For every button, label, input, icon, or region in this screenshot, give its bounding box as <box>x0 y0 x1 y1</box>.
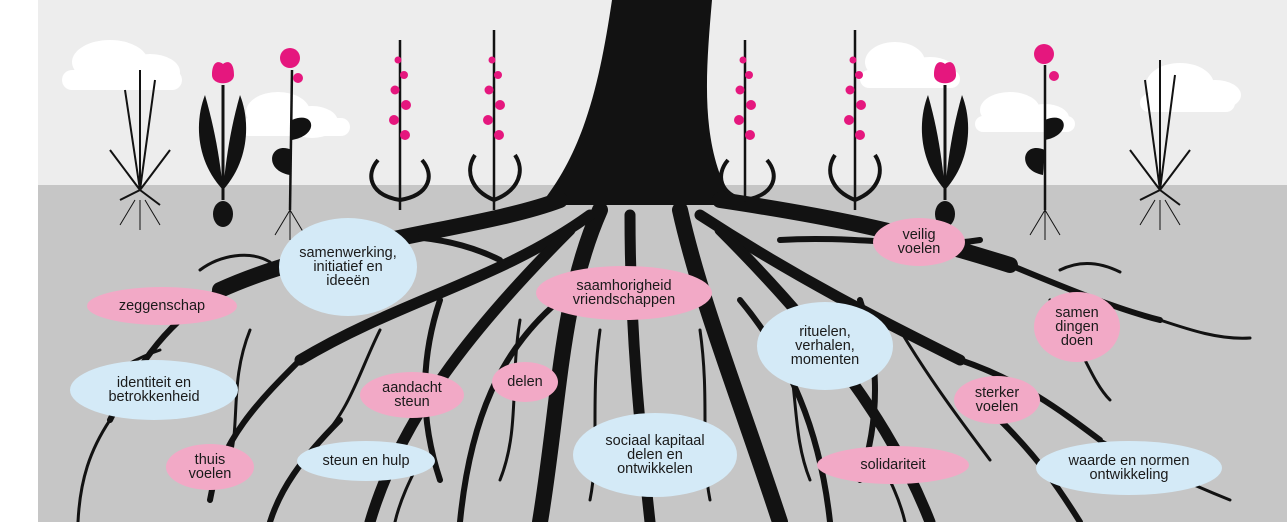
bubble-rituelen: rituelen, verhalen, momenten <box>757 302 893 390</box>
bubble-identiteit: identiteit en betrokkenheid <box>70 360 238 420</box>
bubble-sterker-voelen: sterker voelen <box>954 376 1040 424</box>
bubble-saamhorigheid: saamhorigheid vriendschappen <box>536 266 712 320</box>
bubble-solidariteit: solidariteit <box>817 446 969 484</box>
bubble-waarde-en-normen: waarde en normen ontwikkeling <box>1036 441 1222 495</box>
bubble-veilig-voelen: veilig voelen <box>873 218 965 266</box>
bubble-thuis-voelen: thuis voelen <box>166 444 254 490</box>
bubble-delen: delen <box>492 362 558 402</box>
bubble-samenwerking: samenwerking, initiatief en ideeën <box>279 218 417 316</box>
bubble-zeggenschap: zeggenschap <box>87 287 237 325</box>
bubble-sociaal-kapitaal: sociaal kapitaal delen en ontwikkelen <box>573 413 737 497</box>
bubble-samen-dingen-doen: samen dingen doen <box>1034 292 1120 362</box>
bubble-aandacht-steun: aandacht steun <box>360 372 464 418</box>
bubble-steun-en-hulp: steun en hulp <box>297 441 435 481</box>
